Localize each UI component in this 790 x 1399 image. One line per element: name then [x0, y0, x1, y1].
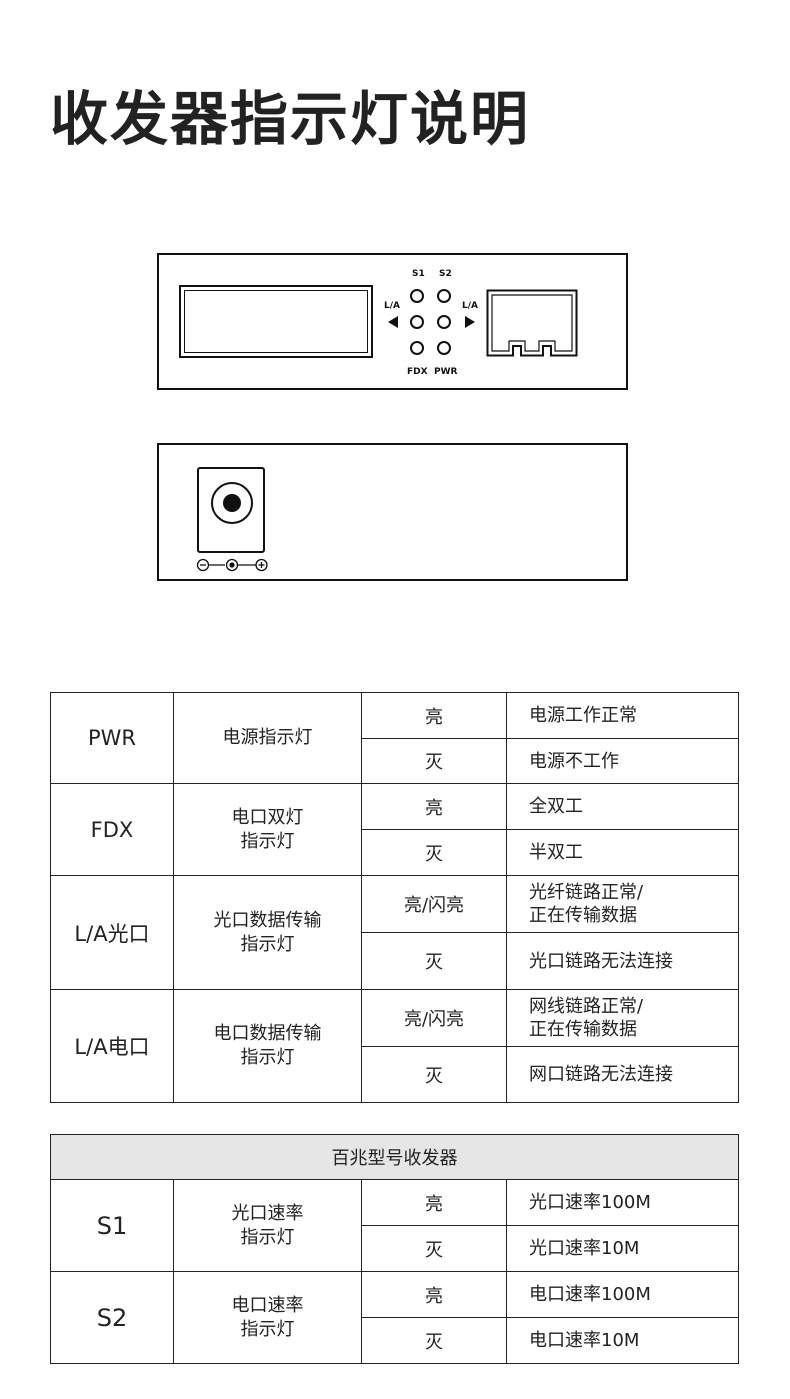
state-cell: 亮	[361, 783, 507, 830]
label-s2: S2	[439, 269, 452, 279]
dc-power-jack	[197, 467, 265, 553]
state-cell: 灭	[361, 1225, 507, 1272]
state-cell: 亮	[361, 692, 507, 739]
led-la-fiber	[410, 315, 424, 329]
indicator-table: PWR 电源指示灯 亮 电源工作正常 灭 电源不工作 FDX 电口双灯 指示灯 …	[50, 692, 739, 1103]
meaning-cell: 电口速率10M	[506, 1317, 739, 1364]
label-la-left: L/A	[384, 301, 400, 311]
polarity-symbol-icon	[196, 558, 268, 572]
table-row: 灭 光口链路无法连接	[51, 932, 739, 990]
speed-table: 百兆型号收发器 S1 光口速率 指示灯 亮 光口速率100M 灭 光口速率10M…	[50, 1134, 739, 1364]
table-row: S2 电口速率 指示灯 亮 电口速率100M	[50, 1271, 739, 1364]
state-cell: 亮	[361, 1179, 507, 1226]
front-panel-diagram: S1 S2 L/A L/A FDX PWR	[157, 253, 628, 390]
signal-cell: L/A光口	[50, 875, 174, 990]
label-fdx: FDX	[407, 367, 428, 377]
table-row: S1 光口速率 指示灯 亮 光口速率100M	[50, 1179, 739, 1272]
arrow-left-icon	[388, 316, 398, 328]
rj45-port-icon	[486, 289, 578, 357]
desc-line: 指示灯	[240, 1318, 295, 1340]
led-s1	[410, 289, 424, 303]
meaning-cell: 电源不工作	[506, 738, 739, 784]
signal-cell: S2	[50, 1271, 174, 1364]
desc-line: 指示灯	[240, 1047, 295, 1068]
desc-cell: 光口速率 指示灯	[173, 1179, 362, 1272]
meaning-cell: 网线链路正常/ 正在传输数据	[506, 989, 739, 1047]
table-row: 灭 光口速率10M	[51, 1225, 739, 1272]
meaning-line: 正在传输数据	[529, 905, 637, 926]
table-header: 百兆型号收发器	[50, 1134, 739, 1180]
meaning-cell: 光口链路无法连接	[506, 932, 739, 990]
label-la-right: L/A	[462, 301, 478, 311]
signal-cell: PWR	[50, 692, 174, 784]
meaning-cell: 半双工	[506, 829, 739, 876]
state-cell: 灭	[361, 1317, 507, 1364]
signal-cell: L/A电口	[50, 989, 174, 1103]
table-row: 灭 电口速率10M	[51, 1317, 739, 1364]
table-row: L/A光口 光口数据传输 指示灯 亮/闪亮 光纤链路正常/ 正在传输数据	[50, 875, 739, 990]
state-cell: 亮/闪亮	[361, 875, 507, 933]
desc-line: 指示灯	[240, 830, 295, 852]
led-la-copper	[437, 315, 451, 329]
table-header-row: 百兆型号收发器	[50, 1134, 739, 1180]
state-cell: 灭	[361, 738, 507, 784]
state-cell: 灭	[361, 932, 507, 990]
signal-cell: FDX	[50, 783, 174, 876]
label-pwr: PWR	[434, 367, 458, 377]
arrow-right-icon	[465, 316, 475, 328]
desc-line: 光口数据传输	[213, 909, 322, 931]
meaning-cell: 电口速率100M	[506, 1271, 739, 1318]
table-row: 灭 网口链路无法连接	[51, 1046, 739, 1103]
desc-line: 指示灯	[240, 1226, 295, 1248]
led-pwr	[437, 341, 451, 355]
desc-cell: 光口数据传输 指示灯	[173, 875, 362, 990]
table-row: FDX 电口双灯 指示灯 亮 全双工	[50, 783, 739, 876]
state-cell: 亮/闪亮	[361, 989, 507, 1047]
label-s1: S1	[412, 269, 425, 279]
desc-line: 电口数据传输	[213, 1023, 322, 1044]
led-fdx	[410, 341, 424, 355]
signal-cell: S1	[50, 1179, 174, 1272]
meaning-cell: 网口链路无法连接	[506, 1046, 739, 1103]
desc-cell: 电源指示灯	[173, 692, 362, 784]
state-cell: 亮	[361, 1271, 507, 1318]
table-row: L/A电口 电口数据传输 指示灯 亮/闪亮 网线链路正常/ 正在传输数据	[50, 989, 739, 1103]
meaning-line: 光纤链路正常/	[529, 882, 644, 903]
table-row: PWR 电源指示灯 亮 电源工作正常	[50, 692, 739, 784]
back-panel-diagram	[157, 443, 628, 581]
meaning-cell: 光纤链路正常/ 正在传输数据	[506, 875, 739, 933]
dc-jack-ring	[211, 482, 253, 524]
table-row: 灭 半双工	[51, 829, 739, 876]
desc-line: 电源指示灯	[222, 727, 313, 748]
meaning-line: 正在传输数据	[529, 1019, 637, 1040]
desc-cell: 电口数据传输 指示灯	[173, 989, 362, 1103]
desc-cell: 电口速率 指示灯	[173, 1271, 362, 1364]
desc-line: 指示灯	[240, 933, 295, 955]
desc-line: 电口速率	[231, 1294, 304, 1316]
meaning-cell: 光口速率100M	[506, 1179, 739, 1226]
fiber-port	[179, 285, 373, 358]
table-row: 灭 电源不工作	[51, 738, 739, 784]
meaning-cell: 电源工作正常	[506, 692, 739, 739]
page-title: 收发器指示灯说明	[50, 85, 531, 153]
dc-jack-pin	[223, 494, 241, 512]
led-s2	[437, 289, 451, 303]
state-cell: 灭	[361, 1046, 507, 1103]
state-cell: 灭	[361, 829, 507, 876]
meaning-line: 网线链路正常/	[529, 996, 644, 1017]
meaning-cell: 全双工	[506, 783, 739, 830]
meaning-cell: 光口速率10M	[506, 1225, 739, 1272]
desc-line: 光口速率	[231, 1202, 304, 1224]
desc-cell: 电口双灯 指示灯	[173, 783, 362, 876]
desc-line: 电口双灯	[231, 806, 304, 828]
